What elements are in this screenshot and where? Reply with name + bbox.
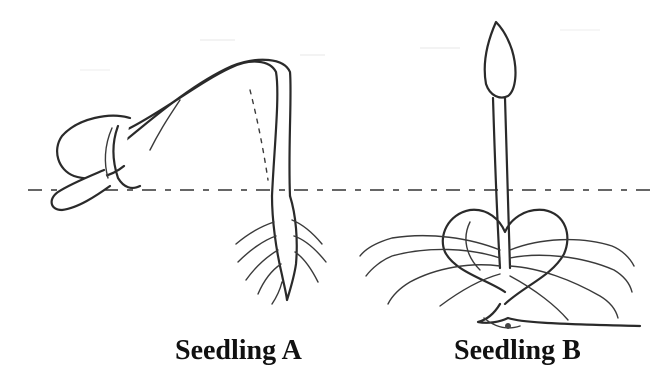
seedling-b-seed — [443, 210, 568, 304]
seedling-b-label: Seedling B — [454, 335, 581, 367]
paper-texture — [80, 30, 600, 70]
seedling-a-hypocotyl-inner — [106, 60, 291, 196]
seedling-a-cotyledon-upper — [57, 116, 130, 179]
seedling-b-shoot-tip — [485, 22, 516, 98]
seedling-b-primary-root — [478, 304, 640, 326]
seedling-b-drawing — [360, 22, 640, 329]
seedling-b-stem — [493, 98, 500, 268]
seedling-a-root — [272, 196, 297, 300]
seedling-a-label: Seedling A — [175, 335, 302, 367]
seedling-a-drawing — [52, 60, 326, 304]
